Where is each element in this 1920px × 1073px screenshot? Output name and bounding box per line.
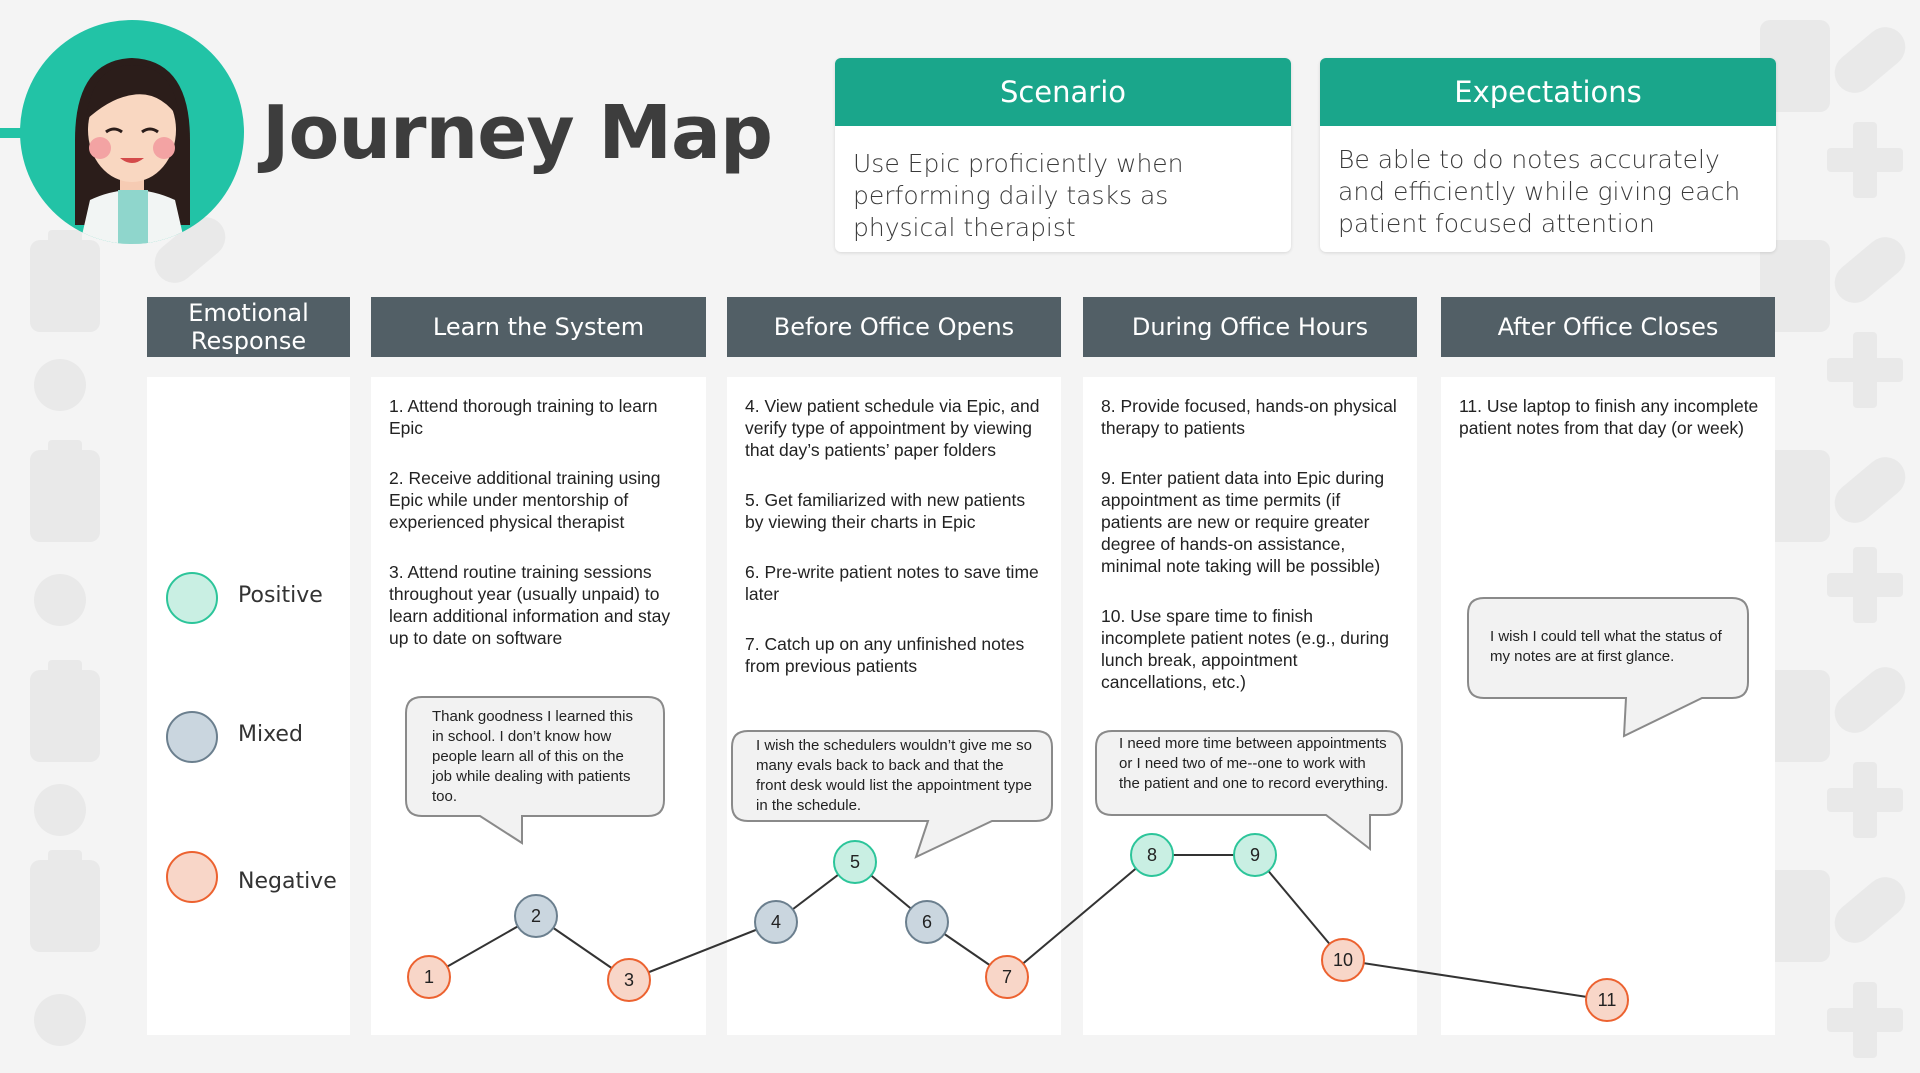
step-1: 1. Attend thorough training to learn Epi… [389, 396, 658, 438]
quote-during: I need more time between appointments or… [1119, 735, 1389, 792]
header-before-office-opens: Before Office Opens [727, 297, 1061, 357]
step-11: 11. Use laptop to finish any incomplete … [1459, 396, 1759, 438]
scenario-card: Scenario Use Epic proficiently when perf… [835, 58, 1291, 252]
header-during-office-hours: During Office Hours [1083, 297, 1417, 357]
step-10: 10. Use spare time to finish incomplete … [1101, 606, 1389, 692]
quote-before: I wish the schedulers wouldn’t give me s… [756, 737, 1032, 814]
header-emotional-response: Emotional Response [147, 297, 350, 357]
header-after-office-closes: After Office Closes [1441, 297, 1775, 357]
expectations-title: Expectations [1320, 58, 1776, 126]
step-9: 9. Enter patient data into Epic during a… [1101, 468, 1385, 576]
legend-negative-label: Negative [238, 869, 337, 894]
step-3: 3. Attend routine training sessions thro… [389, 562, 671, 648]
scenario-text: Use Epic proficiently when performing da… [853, 149, 1184, 242]
steps-before: 4. View patient schedule via Epic, and v… [745, 395, 1045, 705]
legend-positive-circle [166, 572, 218, 624]
step-5: 5. Get familiarized with new patients by… [745, 490, 1026, 532]
step-8: 8. Provide focused, hands-on physical th… [1101, 396, 1397, 438]
quote-learn: Thank goodness I learned this in school.… [432, 708, 633, 805]
header-learn-the-system: Learn the System [371, 297, 706, 357]
legend-negative-circle [166, 851, 218, 903]
steps-learn: 1. Attend thorough training to learn Epi… [389, 395, 689, 677]
column-emotional-response [147, 377, 350, 1035]
expectations-card: Expectations Be able to do notes accurat… [1320, 58, 1776, 252]
step-7: 7. Catch up on any unfinished notes from… [745, 634, 1025, 676]
expectations-text: Be able to do notes accurately and effic… [1338, 145, 1741, 238]
legend-positive-label: Positive [238, 583, 323, 608]
legend-mixed-label: Mixed [238, 722, 303, 747]
step-2: 2. Receive additional training using Epi… [389, 468, 661, 532]
step-4: 4. View patient schedule via Epic, and v… [745, 396, 1040, 460]
persona-avatar [20, 20, 244, 244]
scenario-title: Scenario [835, 58, 1291, 126]
legend-mixed-circle [166, 711, 218, 763]
steps-after: 11. Use laptop to finish any incomplete … [1459, 395, 1759, 467]
page-title: Journey Map [262, 90, 773, 176]
step-6: 6. Pre-write patient notes to save time … [745, 562, 1039, 604]
steps-during: 8. Provide focused, hands-on physical th… [1101, 395, 1401, 721]
column-after-office-closes [1441, 377, 1775, 1035]
quote-after: I wish I could tell what the status of m… [1490, 628, 1722, 665]
